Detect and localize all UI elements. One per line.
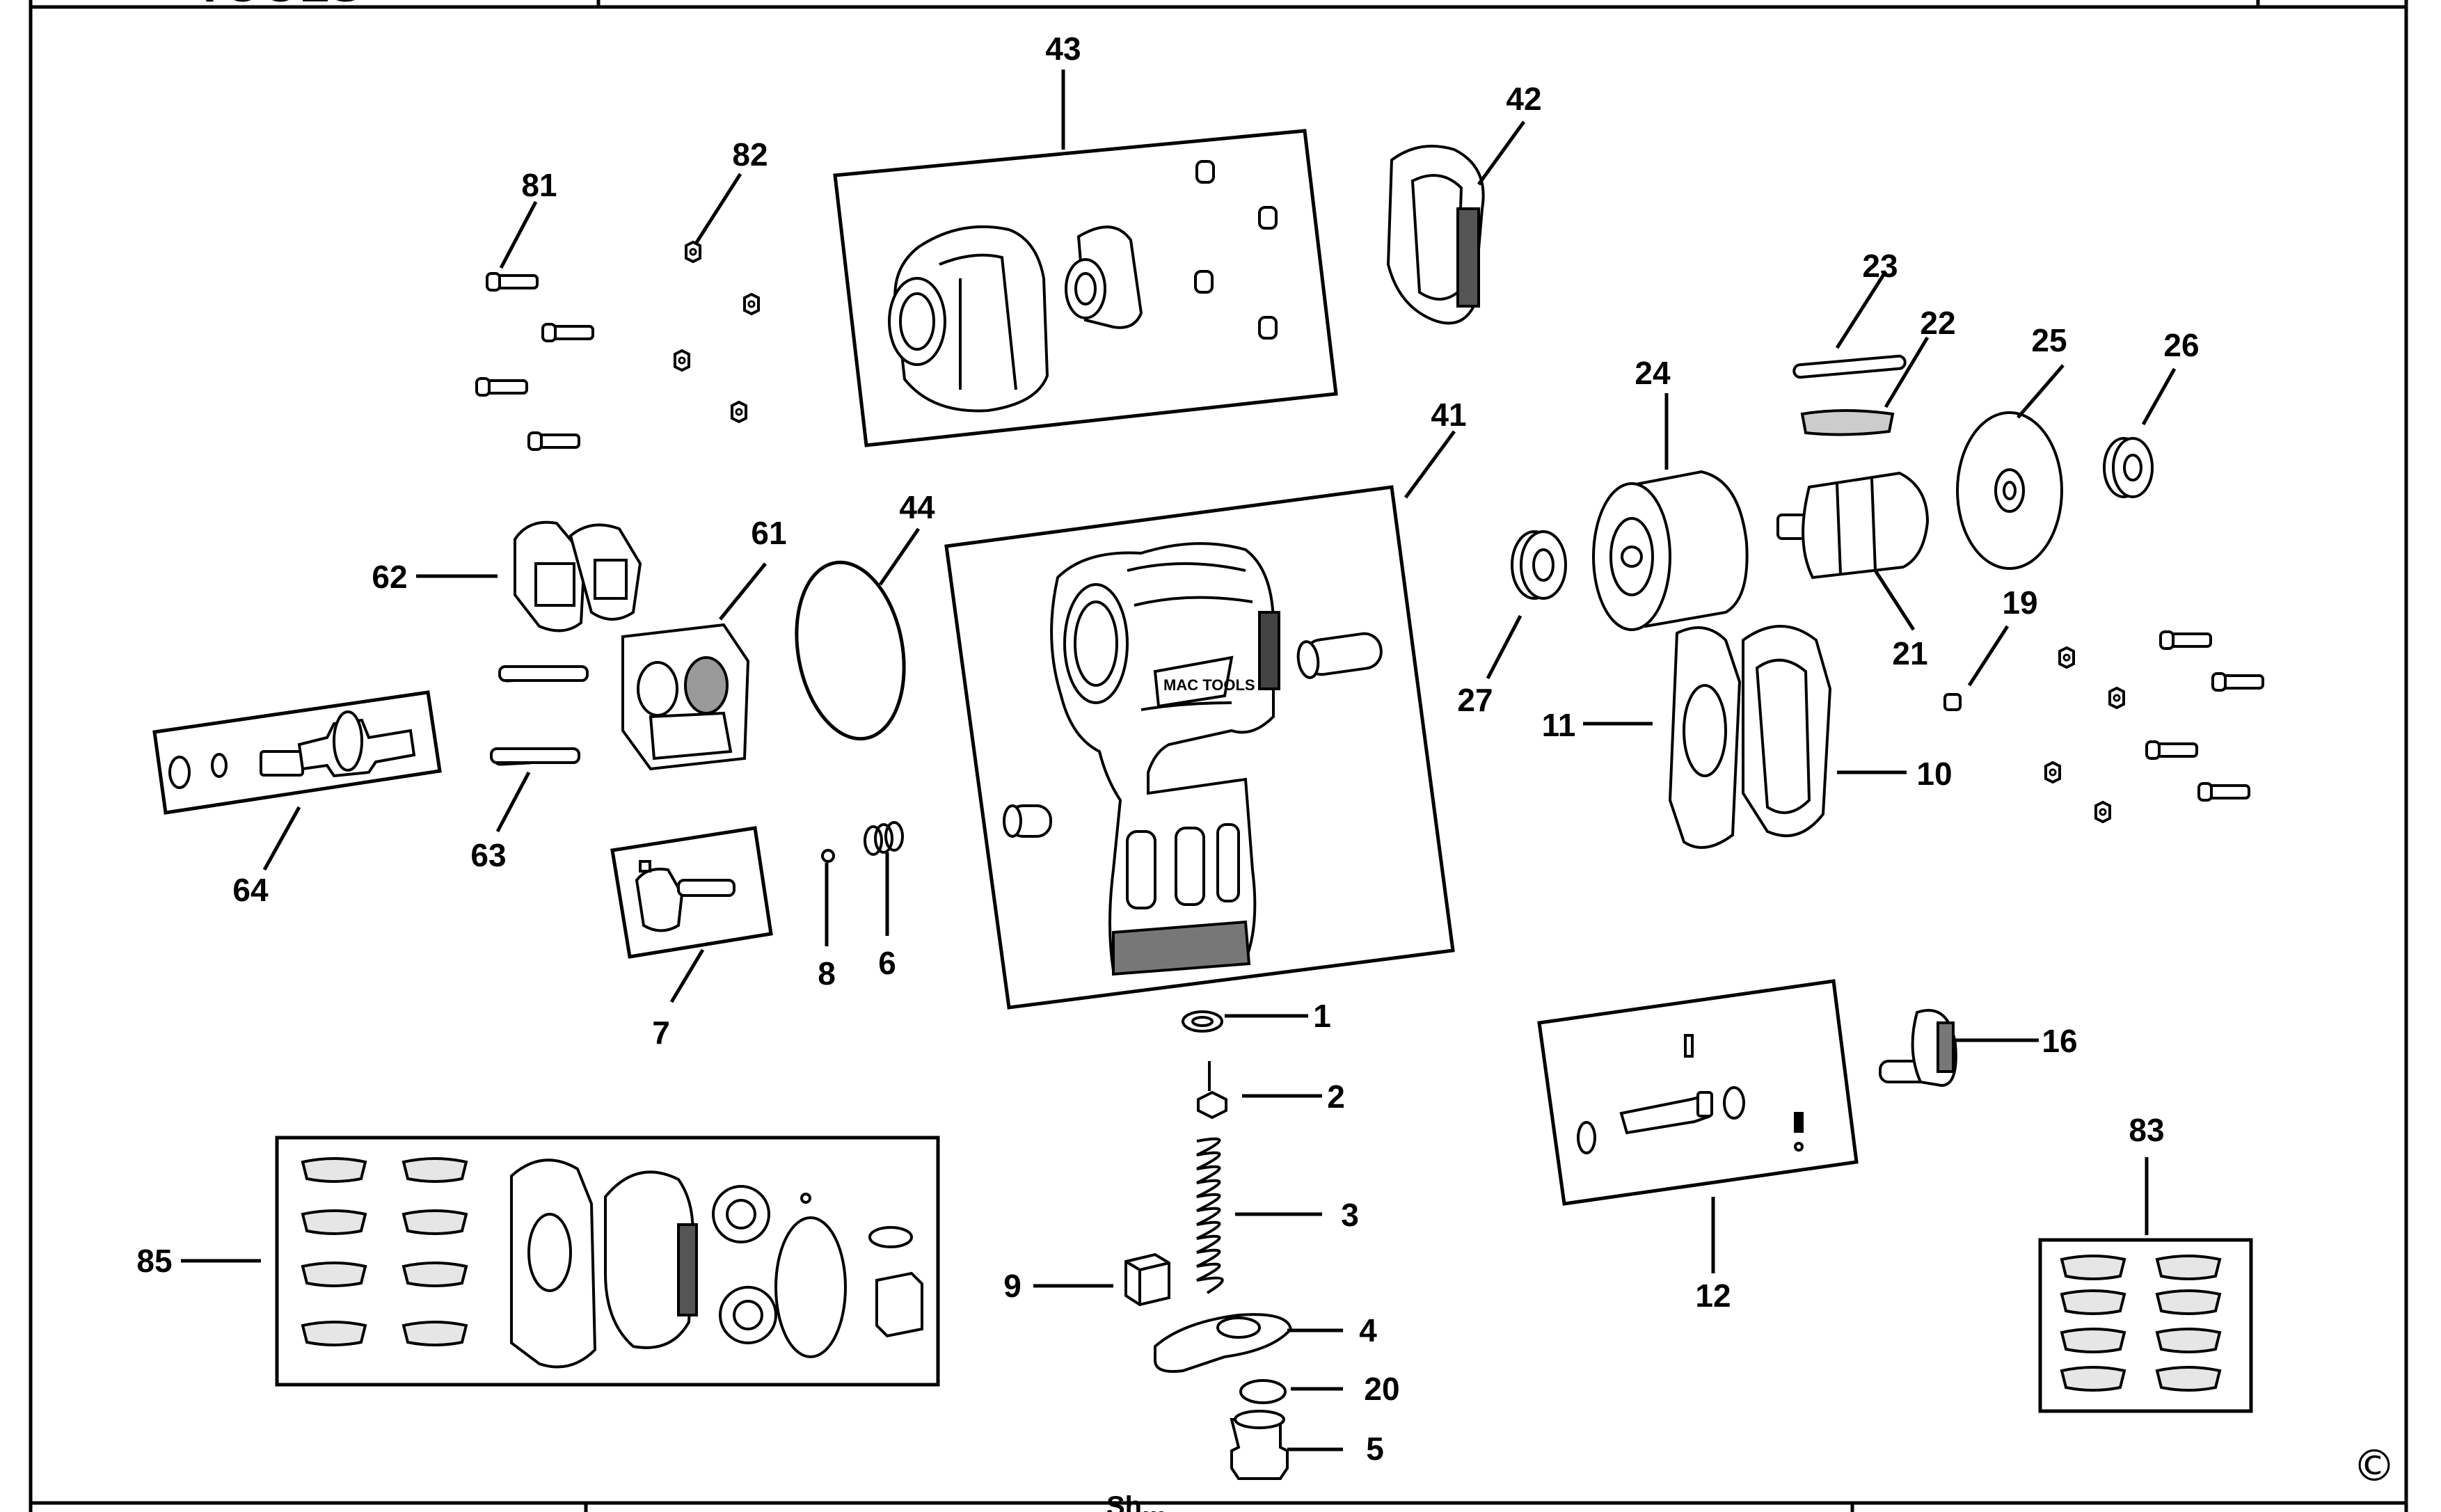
part-2-valve [1197, 1090, 1227, 1120]
brand-badge-text: MAC TOOLS [1163, 676, 1255, 694]
vane-22 [1800, 409, 1895, 436]
kit-box-43 [833, 129, 1338, 447]
block-85 [875, 1271, 923, 1338]
hammer-cage-62 [514, 520, 642, 632]
anvil-kit-64 [152, 690, 442, 815]
callout-61: 61 [751, 515, 786, 551]
part-5-inlet [1230, 1418, 1289, 1480]
bearing-26 [2103, 437, 2154, 498]
callout-12: 12 [1695, 1278, 1731, 1314]
bolts-right [2145, 630, 2264, 802]
rear-plate-10 [1742, 625, 1832, 838]
callout-22: 22 [1920, 305, 1955, 341]
o-ring-44 [795, 560, 906, 741]
part-20-o-ring [1239, 1379, 1287, 1404]
cylinder-24 [1592, 470, 1749, 631]
leader-lines [181, 70, 2177, 1451]
callout-44: 44 [899, 489, 935, 525]
callout-2: 2 [1327, 1079, 1345, 1115]
callout-26: 26 [2163, 327, 2199, 363]
pin-63-b [490, 747, 580, 764]
brand-logo-text: TOOLS [195, 0, 362, 12]
kit-box-85 [275, 1136, 940, 1387]
rear-cover-42 [1386, 145, 1485, 325]
o-ring-small-85 [868, 1226, 913, 1248]
reverse-lever-16 [1879, 1009, 1957, 1088]
brand-badge: MAC TOOLS [1153, 655, 1255, 708]
callout-23: 23 [1862, 248, 1898, 284]
pin-63-a [498, 665, 589, 682]
page-frame [29, 0, 2408, 1512]
callout-9: 9 [1003, 1268, 1021, 1304]
callout-24: 24 [1635, 355, 1671, 391]
hammer-61 [621, 623, 750, 771]
trigger-kit-7 [610, 826, 773, 959]
main-housing-41: MAC TOOLS [944, 485, 1455, 1010]
callout-81: 81 [521, 167, 557, 203]
bushing [1065, 225, 1143, 329]
valve-stack [1154, 1010, 1293, 1480]
callout-27: 27 [1457, 682, 1493, 718]
callout-64: 64 [232, 872, 269, 908]
callout-19: 19 [2002, 584, 2037, 621]
nuts-82 [674, 241, 760, 423]
callout-16: 16 [2042, 1023, 2077, 1059]
part-3-spring [1196, 1137, 1224, 1294]
callout-41: 41 [1431, 397, 1466, 433]
callout-3: 3 [1341, 1197, 1359, 1233]
screw-19 [1943, 693, 1962, 711]
callout-42: 42 [1506, 81, 1541, 117]
callout-20: 20 [1364, 1371, 1399, 1407]
gasket-11 [1668, 626, 1742, 849]
callout-25: 25 [2031, 322, 2067, 358]
sleeve [1296, 632, 1383, 679]
front-housing [888, 225, 1049, 413]
callout-11: 11 [1542, 707, 1576, 743]
callout-4: 4 [1359, 1312, 1377, 1348]
o-ring-85 [774, 1216, 847, 1358]
callout-7: 7 [652, 1014, 670, 1051]
bolts-81 [475, 272, 594, 451]
rotor-21 [1776, 471, 1930, 580]
callout-63: 63 [470, 837, 506, 873]
callout-21: 21 [1892, 635, 1927, 671]
part-9-block [1124, 1252, 1170, 1307]
callout-1: 1 [1313, 998, 1331, 1034]
callout-5: 5 [1366, 1431, 1384, 1467]
nuts-right [2044, 646, 2125, 823]
kit-box-12 [1537, 979, 1859, 1206]
end-plate-25 [1956, 411, 2063, 570]
footer-title: Sh... [1106, 1491, 1165, 1512]
bearing-27 [1511, 530, 1567, 600]
kit-box-83 [2038, 1238, 2253, 1413]
ball-8 [821, 849, 835, 863]
callout-82: 82 [732, 136, 768, 173]
callout-labels: 43 42 81 82 41 24 23 22 25 26 27 21 19 1… [136, 31, 2199, 1467]
small-pins-group [1194, 160, 1278, 340]
callout-43: 43 [1045, 31, 1081, 67]
callout-10: 10 [1916, 756, 1952, 792]
callout-83: 83 [2129, 1112, 2164, 1148]
callout-6: 6 [878, 945, 896, 981]
callout-85: 85 [136, 1243, 172, 1279]
bushing-small [1003, 804, 1052, 838]
spring-6 [864, 821, 904, 856]
pin-23 [1792, 354, 1907, 379]
callout-8: 8 [818, 955, 836, 992]
copyright-symbol: © [2353, 1440, 2396, 1491]
callout-62: 62 [372, 559, 407, 595]
